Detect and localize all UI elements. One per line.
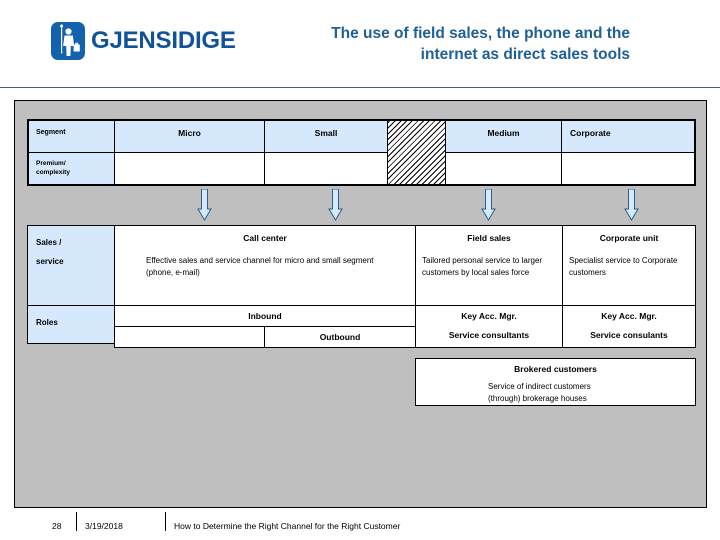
header-divider: [0, 87, 720, 88]
brand-logo: GJENSIDIGE: [51, 22, 241, 60]
channel-cell-call-center: Call center Effective sales and service …: [114, 225, 416, 306]
premium-label-line1: Premium/: [36, 160, 66, 167]
sales-service-line1: Sales /: [36, 238, 62, 247]
page-title-line-1: The use of field sales, the phone and th…: [331, 25, 630, 42]
channel-body-corporate-unit: Specialist service to Corporate customer…: [569, 256, 678, 277]
channel-body-field-sales: Tailored personal service to larger cust…: [422, 256, 543, 277]
channel-cell-corporate-unit: Corporate unit Specialist service to Cor…: [562, 225, 696, 306]
segment-header-corporate-label: Corporate: [570, 128, 611, 138]
role-cell-outbound: Outbound: [264, 326, 416, 348]
premium-cell-micro: [114, 152, 265, 186]
channel-title-field-sales: Field sales: [467, 233, 511, 243]
segment-header-medium: Medium: [445, 119, 562, 153]
slide-footer: 28 3/19/2018 How to Determine the Right …: [0, 509, 720, 540]
segment-header-micro: Micro: [114, 119, 265, 153]
premium-cell-medium: [445, 152, 562, 186]
flow-arrow-small: [328, 189, 343, 221]
page-title: The use of field sales, the phone and th…: [250, 23, 630, 65]
slide-header: GJENSIDIGE The use of field sales, the p…: [0, 0, 720, 88]
flow-arrow-corporate: [624, 189, 639, 221]
footer-date: 3/19/2018: [85, 521, 123, 531]
logo-wordmark: GJENSIDIGE: [91, 27, 236, 54]
role-field-sales-service-consultants: Service consultants: [448, 330, 530, 340]
role-cell-inbound: Inbound: [114, 305, 416, 327]
brokered-customers-title: Brokered customers: [514, 364, 597, 374]
page-title-line-2: internet as direct sales tools: [420, 46, 630, 63]
footer-doc-title: How to Determine the Right Channel for t…: [174, 521, 401, 531]
channel-cell-field-sales: Field sales Tailored personal service to…: [415, 225, 563, 306]
row-label-segment: Segment: [27, 119, 115, 153]
brokered-customers-line1: Service of indirect customers: [488, 382, 591, 391]
brokered-customers-line2: (through) brokerage houses: [488, 394, 587, 403]
flow-arrow-micro: [197, 189, 212, 221]
role-cell-corporate: Key Acc. Mgr. Service consulants: [562, 305, 696, 348]
role-label-inbound: Inbound: [248, 311, 282, 321]
row-label-premium-complexity: Premium/ complexity: [27, 152, 115, 186]
channel-title-corporate-unit: Corporate unit: [599, 233, 659, 243]
role-cell-field-sales: Key Acc. Mgr. Service consultants: [415, 305, 563, 348]
content-panel: Segment Micro Small Medium Corporate Pre…: [14, 100, 707, 508]
sales-service-line2: service: [36, 257, 64, 266]
gjensidige-figure-icon: [60, 24, 80, 56]
row-label-sales-service: Sales / service: [27, 225, 115, 306]
channel-body-call-center: Effective sales and service channel for …: [146, 256, 374, 277]
brokered-customers-box: Brokered customers Service of indirect c…: [415, 358, 696, 406]
segment-header-small: Small: [264, 119, 388, 153]
role-field-sales-key-acc-mgr: Key Acc. Mgr.: [461, 311, 517, 321]
premium-cell-small: [264, 152, 388, 186]
role-cell-empty: [114, 326, 265, 348]
flow-arrow-medium: [481, 189, 496, 221]
segment-header-corporate: Corporate: [561, 119, 696, 153]
footer-page-number: 28: [52, 521, 62, 531]
footer-separator-2: [165, 512, 166, 531]
row-label-roles: Roles: [27, 305, 115, 344]
premium-cell-corporate: [561, 152, 696, 186]
role-corporate-key-acc-mgr: Key Acc. Mgr.: [601, 311, 657, 321]
premium-label-line2: complexity: [36, 169, 70, 176]
footer-separator-1: [76, 512, 77, 531]
role-corporate-service-consulants: Service consulants: [590, 330, 668, 340]
role-label-outbound: Outbound: [319, 332, 361, 342]
hatched-transition-column: [387, 119, 446, 186]
channel-title-call-center: Call center: [243, 233, 287, 243]
